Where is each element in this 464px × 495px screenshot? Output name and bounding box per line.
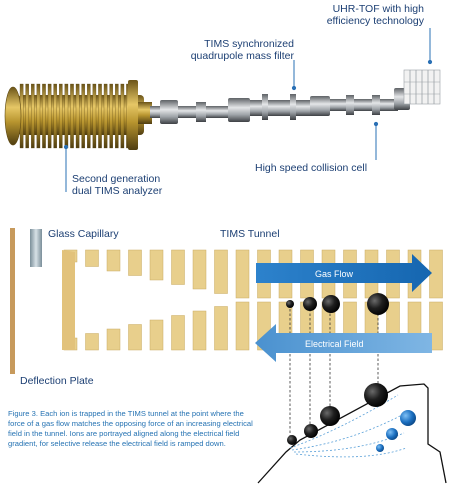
tunnel-ions xyxy=(286,293,389,315)
electrical-field-arrow: Electrical Field xyxy=(255,324,432,362)
uhr-tof-label: UHR-TOF with high efficiency technology xyxy=(326,3,424,27)
instrument-steel-section xyxy=(150,69,441,124)
analyzer-fin xyxy=(92,83,97,149)
tims-tunnel-label: TIMS Tunnel xyxy=(220,228,280,240)
analyzer-fin xyxy=(36,83,41,149)
electrode-plate xyxy=(106,328,121,351)
electrode-plate xyxy=(128,249,142,276)
electrode-plate xyxy=(149,319,164,351)
electrode-plate xyxy=(106,249,121,272)
analyzer-fin xyxy=(31,83,35,149)
electrode-plate xyxy=(235,249,250,299)
electrode-plate xyxy=(171,315,185,351)
collision-cell-label: High speed collision cell xyxy=(255,162,368,174)
electrode-plate xyxy=(85,333,99,351)
electrical-field-label: Electrical Field xyxy=(305,339,364,349)
glass-capillary-label: Glass Capillary xyxy=(48,228,119,240)
analyzer-fin xyxy=(81,83,85,149)
analyzer-fin xyxy=(42,83,46,149)
analyzer-fin xyxy=(98,83,102,149)
electrode-plate xyxy=(429,249,443,299)
electrode-plate xyxy=(149,249,164,281)
analyzer-fin xyxy=(109,83,113,149)
uhr-tof-grid xyxy=(403,69,441,105)
glass-capillary xyxy=(30,229,42,267)
deflection-plate-label: Deflection Plate xyxy=(20,375,94,387)
analyzer-fin xyxy=(103,83,108,149)
analyzer-fin xyxy=(87,83,91,149)
electrode-plate xyxy=(235,301,250,351)
electrode-plate xyxy=(214,249,228,294)
analyzer-fin xyxy=(25,83,29,149)
tims-quad-label: TIMS synchronized quadrupole mass filter xyxy=(190,38,294,62)
gas-flow-label: Gas Flow xyxy=(315,269,354,279)
analyzer-fin xyxy=(120,83,125,149)
analyzer-fin xyxy=(47,83,52,149)
electrode-plate xyxy=(128,324,142,351)
analyzer-fin xyxy=(115,83,119,149)
analyzer-fin xyxy=(53,83,57,149)
analyzer-fin xyxy=(64,83,69,149)
tims-analyzer-body xyxy=(4,80,152,150)
electrode-plate xyxy=(192,249,207,290)
callout-lines xyxy=(63,28,433,192)
field-gradient-plot xyxy=(257,383,447,484)
electrode-plate xyxy=(192,310,207,351)
deflection-plate xyxy=(10,228,15,374)
gas-flow-arrow: Gas Flow xyxy=(256,254,432,292)
analyzer-fin xyxy=(75,83,80,149)
electrode-plate xyxy=(85,249,99,267)
electrode-plate xyxy=(214,306,228,351)
analyzer-fin xyxy=(70,83,74,149)
electrode-plate xyxy=(171,249,185,285)
funnel-edge xyxy=(62,250,75,350)
figure-caption: Figure 3. Each ion is trapped in the TIM… xyxy=(8,409,253,448)
tims-analyzer-label: Second generation dual TIMS analyzer xyxy=(72,173,163,197)
analyzer-fin xyxy=(59,83,63,149)
electrode-plate xyxy=(429,301,443,351)
